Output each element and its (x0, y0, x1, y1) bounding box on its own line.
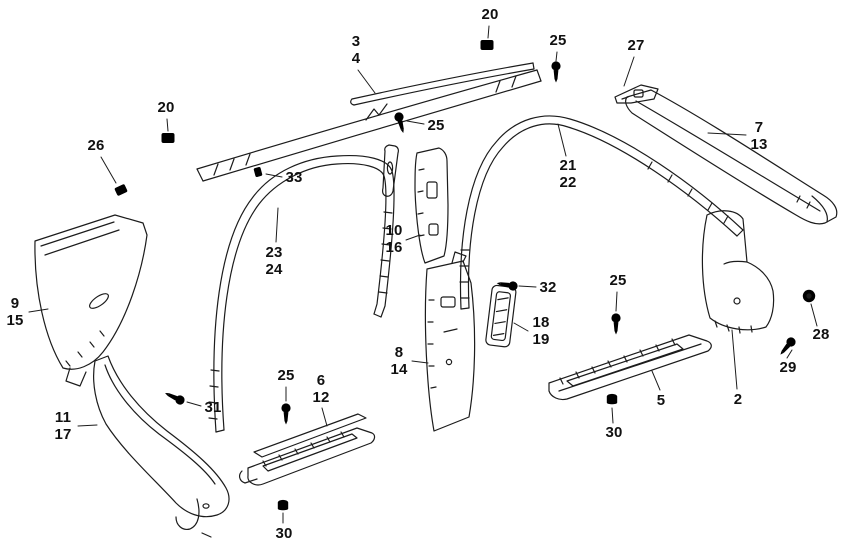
center-pillar-side-trim (485, 284, 517, 348)
screw-icon (163, 388, 187, 407)
callout-5: 5 (656, 392, 666, 409)
side-sill-garnish-right (548, 334, 712, 401)
screw-icon (551, 61, 561, 83)
callout-27: 27 (627, 37, 645, 54)
pillar-anchor-cover (382, 144, 399, 197)
callout-2: 2 (733, 391, 743, 408)
nut-icon (277, 499, 289, 511)
front-lower-trim (93, 355, 230, 538)
callout-30: 30 (275, 525, 293, 542)
callout-28: 28 (812, 326, 830, 343)
screw-icon (393, 111, 408, 135)
side-sill-garnish-left (239, 413, 376, 486)
door-opening-seal-left (208, 154, 395, 433)
roof-rail-rod (350, 62, 535, 106)
callout-30: 30 (605, 424, 623, 441)
grommet-icon (802, 289, 816, 303)
pillar-corner-bracket (614, 84, 659, 104)
callout-25: 25 (427, 117, 445, 134)
callout-32: 32 (539, 279, 557, 296)
clip-icon (161, 133, 175, 147)
hardware-layer (114, 40, 816, 511)
quarter-trim-panel (34, 214, 148, 387)
callout-20: 20 (157, 99, 175, 116)
callout-20: 20 (481, 6, 499, 23)
clip-icon (114, 183, 130, 199)
callout-33: 33 (285, 169, 303, 186)
roof-side-molding (196, 69, 542, 182)
callout-25: 25 (277, 367, 295, 384)
nut-icon (606, 393, 618, 405)
clip-icon (251, 166, 263, 178)
front-pillar-garnish (625, 89, 838, 225)
screw-icon (281, 403, 291, 425)
door-opening-seal-right (459, 115, 744, 310)
cowl-side-trim (701, 210, 775, 334)
center-pillar-lower-garnish (424, 251, 476, 432)
screw-icon (776, 335, 798, 358)
callout-25: 25 (609, 272, 627, 289)
center-pillar-upper-garnish (414, 147, 449, 264)
screw-icon (611, 313, 621, 335)
leader-lines (28, 25, 818, 524)
callout-26: 26 (87, 137, 105, 154)
callout-25: 25 (549, 32, 567, 49)
clip-icon (480, 40, 494, 54)
callout-31: 31 (204, 399, 222, 416)
screw-icon (495, 278, 519, 292)
callout-29: 29 (779, 359, 797, 376)
